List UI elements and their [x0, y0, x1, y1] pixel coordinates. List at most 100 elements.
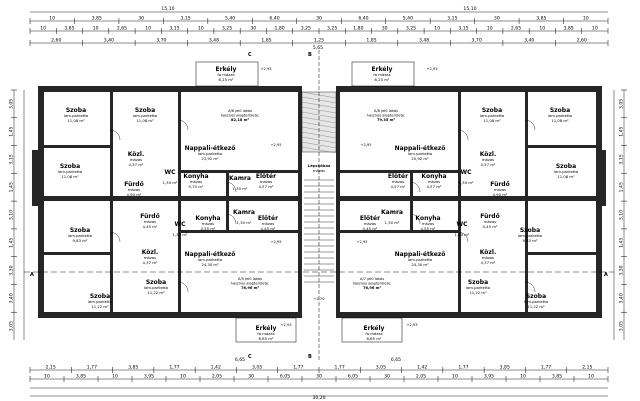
room-name: Előtér [388, 173, 408, 180]
room-name: Szoba [70, 227, 90, 234]
room-area: 4,37 m² [129, 162, 144, 167]
room-area: 4,90 m² [493, 192, 508, 197]
room-name: Nappali-étkező [185, 145, 236, 152]
room-floor-material: mázas [422, 221, 434, 226]
room-floor-material: mázas [260, 179, 272, 184]
room-name: Kamra [229, 175, 251, 182]
room-floor-material: lam.parketta [198, 151, 222, 156]
room-floor-material: mázas [428, 179, 440, 184]
room-floor-material: mázas [494, 187, 506, 192]
bottom-dim-r2-label: 30 [384, 374, 390, 380]
room-area: 4,57 m² [481, 162, 496, 167]
top-dim-r3-label: 1,80 [274, 26, 284, 32]
top-dim-r3-label: 3,85 [64, 26, 74, 32]
room-floor-material: lam.parketta [548, 113, 572, 118]
section-marker-c-top: C [248, 52, 252, 58]
bottom-dim-r1-label: 1,42 [417, 365, 427, 371]
room-area: 9,83 m² [523, 238, 538, 243]
room-area: 4,90 m² [127, 192, 142, 197]
bottom-dim-r1-label: 1,77 [458, 365, 468, 371]
right-dim-label: 3,15 [619, 154, 625, 164]
top-dim-r2-label: 3,15 [180, 16, 190, 22]
left-dim-label: 3,40 [9, 293, 15, 303]
door-swings [109, 119, 536, 293]
bottom-dim-r2-label: 2,05 [416, 374, 426, 380]
room-name: Kamra [381, 209, 403, 216]
room-floor-material: lam.parketta [133, 113, 157, 118]
room-area: 6,65 m² [259, 336, 274, 341]
room-floor-material: mázas [482, 157, 494, 162]
room-area: 1,30 m² [385, 220, 400, 225]
top-dim-r3-label: 3,15 [169, 26, 179, 32]
left-dim-label: 1,45 [9, 126, 15, 136]
room-floor-material: fa mázas [257, 331, 274, 336]
bottom-dim-half-left: 6,65 [235, 357, 245, 363]
room-area: 11,08 m² [483, 118, 501, 123]
top-dim-r3-label: 3,85 [563, 26, 573, 32]
bottom-dim-r1-label: 1,77 [169, 365, 179, 371]
apartment-area-label: hasznos alapterülete: [231, 282, 270, 286]
room-floor-material: mázas [484, 219, 496, 224]
room-name: Előtér [256, 173, 276, 180]
room-floor-material: lam.parketta [518, 233, 542, 238]
room-kamra: Kamra 1,30 m² [381, 209, 403, 225]
left-dim-label: 3,05 [9, 321, 15, 331]
room-area: 11,22 m² [91, 304, 109, 309]
top-dim-r2-label: 5,40 [403, 16, 413, 22]
room-name: Előtér [258, 215, 278, 222]
bottom-dim-r1-label: 3,85 [500, 365, 510, 371]
bottom-dim-r2-label: 10 [520, 374, 526, 380]
right-dim-label: 3,05 [619, 99, 625, 109]
room-floor-material: lam.parketta [198, 257, 222, 262]
top-dim-r2-label: 3,85 [92, 16, 102, 22]
room-floor-material: lam.parketta [408, 257, 432, 262]
right-dim-label: 3,40 [619, 293, 625, 303]
top-dim-r3-label: 30 [382, 26, 388, 32]
top-dim-r3-label: 10 [434, 26, 440, 32]
apartment-id: A/5 jelű lakás [238, 277, 262, 281]
apartment-area: 76,96 m² [241, 286, 259, 290]
room-area: 4,57 m² [391, 184, 406, 189]
top-dim-r4-label: 3,70 [472, 38, 482, 44]
room-area: 4,55 m² [421, 226, 436, 231]
top-dim-r3-label: 3,25 [301, 26, 311, 32]
top-dim-r3-label: 10 [592, 26, 598, 32]
level-floor-left: +2,95 [270, 143, 281, 147]
room-area: 4,45 m² [363, 226, 378, 231]
level-erkely-right: +2,93 [426, 67, 437, 71]
stair-core: Lépcsőház mázas +2,70 [301, 50, 337, 360]
bottom-dim-total: 30,20 [312, 395, 325, 401]
room-wc: WC1,30 m² [455, 221, 470, 237]
top-dim-r3-label: 10 [93, 26, 99, 32]
building-walls [32, 61, 606, 343]
bottom-dim-r2-label: 10 [452, 374, 458, 380]
bottom-dim-r1-label: 1,77 [541, 365, 551, 371]
bottom-dim-r1-label: 1,42 [211, 365, 221, 371]
room-area: 11,08 m² [557, 174, 575, 179]
left-dim-label: 3,05 [9, 99, 15, 109]
room-area: 4,57 m² [427, 184, 442, 189]
room-name: Közl. [480, 151, 497, 158]
room-area: 11,08 m² [61, 174, 79, 179]
room-name: Közl. [128, 151, 145, 158]
top-dim-r3-label: 10 [198, 26, 204, 32]
room-name: Szoba [135, 107, 155, 114]
room-floor-material: lam.parketta [408, 151, 432, 156]
room-name: Szoba [556, 163, 576, 170]
bottom-dim-r1-label: 1,77 [335, 365, 345, 371]
room-area: 11,22 m² [527, 304, 545, 309]
level-erkely-left: +2,93 [260, 67, 271, 71]
